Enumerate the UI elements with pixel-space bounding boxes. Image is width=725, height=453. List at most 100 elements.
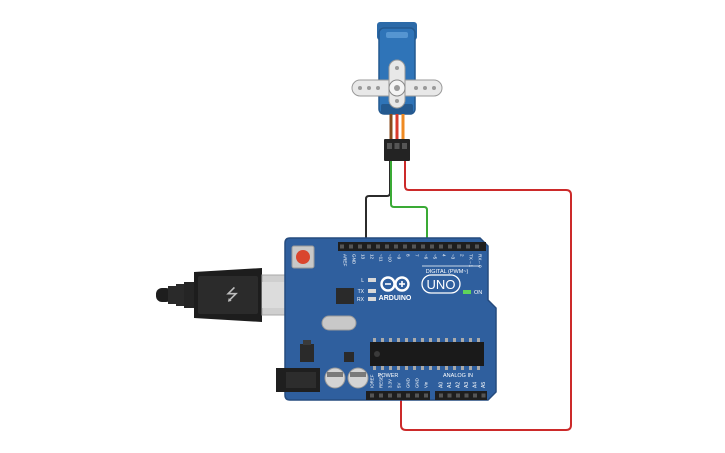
digital-pin-hole[interactable] — [439, 244, 443, 249]
atmega-pin — [461, 366, 464, 370]
power-pin-label: GND — [415, 378, 420, 388]
crystal-oscillator — [321, 315, 357, 331]
digital-pin-label: ~3 — [451, 254, 456, 260]
power-pin-hole[interactable] — [406, 393, 410, 398]
smd-chip — [344, 352, 354, 362]
digital-pin-label: ~10 — [388, 254, 393, 262]
servo-hub-screw — [394, 85, 400, 91]
servo-base — [381, 104, 413, 114]
servo-horn-hole — [367, 86, 371, 90]
servo-connector — [384, 139, 410, 161]
led-on — [463, 290, 471, 294]
digital-pin-label: RX←0 — [478, 254, 483, 268]
digital-header-pins — [340, 244, 479, 249]
atmega-pin — [453, 338, 456, 342]
digital-pin-label: ~11 — [379, 254, 384, 262]
led-l — [368, 278, 376, 282]
power-pin-label: GND — [406, 378, 411, 388]
analog-pin-label: A4 — [473, 382, 479, 388]
atmega-pin — [381, 366, 384, 370]
power-wire[interactable] — [400, 161, 572, 431]
digital-pin-label: ~9 — [397, 254, 402, 260]
model-badge — [421, 274, 461, 294]
digital-pin-hole[interactable] — [367, 244, 371, 249]
digital-pin-hole[interactable] — [376, 244, 380, 249]
digital-pin-label: ~5 — [433, 254, 438, 260]
digital-header-label: DIGITAL (PWM~) — [426, 269, 469, 275]
power-pin-hole[interactable] — [379, 393, 383, 398]
power-pin-hole[interactable] — [424, 393, 428, 398]
atmega-pin — [397, 338, 400, 342]
signal-wire[interactable] — [390, 161, 428, 244]
capacitor-right — [347, 367, 369, 389]
led-rx — [368, 297, 376, 301]
analog-pin-hole[interactable] — [464, 393, 469, 398]
digital-pin-hole[interactable] — [412, 244, 416, 249]
digital-pin-hole[interactable] — [358, 244, 362, 249]
digital-pin-hole[interactable] — [340, 244, 344, 249]
atmega-pin — [477, 366, 480, 370]
arduino-logo — [380, 276, 410, 292]
analog-pin-hole[interactable] — [456, 393, 460, 398]
atmega-pin — [445, 366, 448, 370]
servo-motor[interactable] — [351, 22, 443, 161]
servo-connector-pin — [394, 143, 400, 149]
power-pin-label: 3.3V — [388, 379, 393, 388]
digital-pin-hole[interactable] — [475, 244, 479, 249]
digital-pin-hole[interactable] — [421, 244, 425, 249]
servo-highlight — [386, 32, 408, 38]
atmega-microcontroller — [370, 342, 484, 366]
power-pin-hole[interactable] — [370, 393, 374, 398]
atmega-pin — [421, 366, 424, 370]
atmega-pin — [477, 338, 480, 342]
logo-infinity-right — [394, 276, 410, 292]
analog-header-label: ANALOG IN — [443, 373, 473, 379]
analog-pin-hole[interactable] — [473, 393, 477, 398]
servo-horn-hole — [423, 86, 427, 90]
atmega-pin — [437, 366, 440, 370]
digital-pin-label: 2 — [460, 254, 465, 257]
digital-pin-hole[interactable] — [349, 244, 353, 249]
led-on-label: ON — [474, 290, 482, 296]
analog-pin-label: A2 — [456, 382, 462, 388]
digital-pin-hole[interactable] — [403, 244, 407, 249]
brand-label: ARDUINO — [379, 295, 412, 302]
digital-pin-hole[interactable] — [457, 244, 461, 249]
digital-pin-label: GND — [352, 254, 357, 265]
led-tx — [368, 289, 376, 293]
atmega-pin — [381, 338, 384, 342]
usb-cable-strain-relief — [176, 284, 184, 306]
digital-pin-hole[interactable] — [430, 244, 434, 249]
digital-pin-label: AREF — [343, 254, 348, 266]
digital-pin-hole[interactable] — [385, 244, 389, 249]
atmega-pin — [429, 338, 432, 342]
power-header-label: POWER — [378, 373, 399, 379]
ground-wire[interactable] — [365, 161, 391, 244]
atmega-pin — [469, 338, 472, 342]
power-pin-hole[interactable] — [397, 393, 401, 398]
digital-pin-hole[interactable] — [394, 244, 398, 249]
power-pin-hole[interactable] — [415, 393, 419, 398]
power-jack-inner — [286, 372, 316, 388]
digital-pin-label: 4 — [442, 254, 447, 257]
usb-cable-strain-relief — [168, 286, 176, 304]
voltage-regulator-tab — [303, 340, 311, 345]
servo-horn-hole — [358, 86, 362, 90]
led-rx-label: RX — [357, 297, 365, 303]
power-pin-hole[interactable] — [388, 393, 392, 398]
atmega-pin — [413, 338, 416, 342]
digital-pin-hole[interactable] — [448, 244, 452, 249]
reset-button[interactable] — [296, 250, 310, 264]
capacitor-right-mark — [350, 372, 366, 377]
digital-pin-label: 13 — [361, 254, 366, 260]
analog-pin-hole[interactable] — [481, 393, 486, 398]
analog-pin-hole[interactable] — [439, 393, 443, 398]
servo-connector-pin — [387, 143, 392, 149]
analog-pin-hole[interactable] — [447, 393, 452, 398]
digital-pin-hole[interactable] — [466, 244, 470, 249]
